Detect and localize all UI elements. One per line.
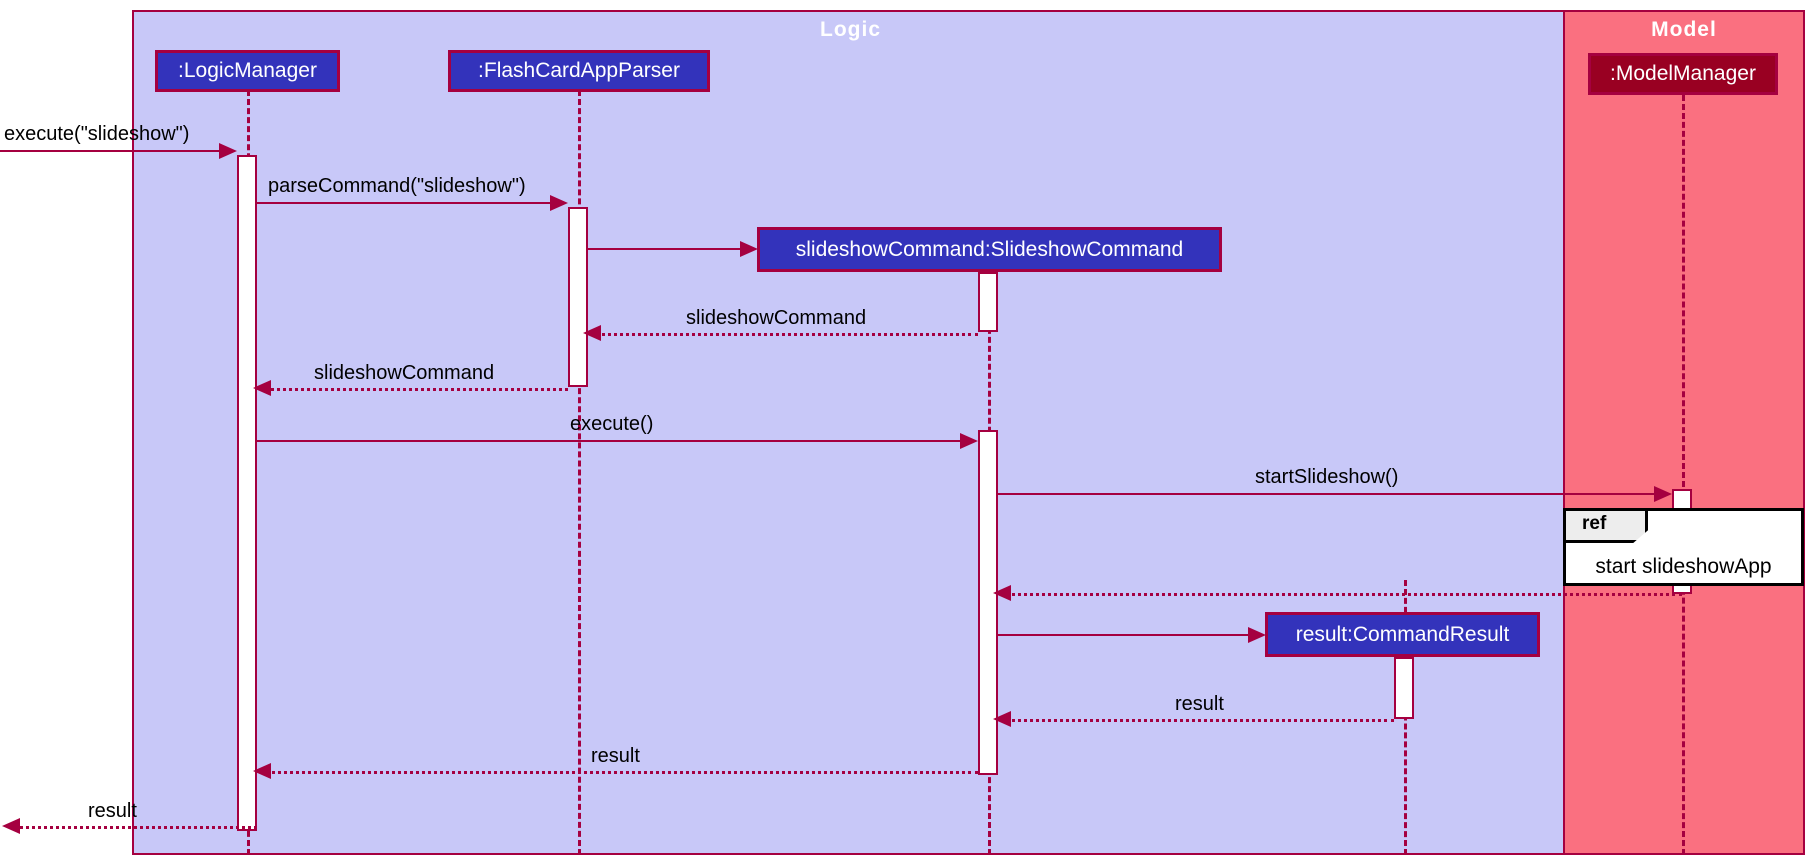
lifeline-model-manager	[1682, 95, 1685, 855]
activation-slideshow-command-execute	[978, 430, 998, 775]
activation-command-result	[1394, 657, 1414, 719]
lifeline-parser	[578, 90, 581, 855]
ref-fragment-body: start slideshowApp	[1595, 555, 1772, 578]
arrow-head-parse-command	[550, 195, 568, 211]
arrow-head-return-slideshow-command-to-parser	[583, 325, 601, 341]
activation-logic-manager	[237, 155, 257, 831]
message-line-return-slideshow-command-to-parser	[595, 333, 978, 336]
message-line-execute-slideshow	[0, 150, 224, 152]
arrow-head-return-from-model	[993, 585, 1011, 601]
message-label-start-slideshow: startSlideshow()	[1255, 466, 1399, 488]
message-line-return-result-to-logic	[265, 771, 978, 774]
arrow-head-execute-slideshow	[219, 143, 237, 159]
arrow-head-return-result-to-logic	[253, 763, 271, 779]
activation-slideshow-command-create	[978, 272, 998, 332]
ref-fragment-tag: ref	[1566, 511, 1648, 543]
message-line-create-slideshow-command	[588, 248, 745, 250]
arrow-head-start-slideshow	[1654, 486, 1672, 502]
message-label-return-result-to-logic: result	[591, 745, 640, 767]
message-line-execute	[257, 440, 965, 442]
arrow-head-create-slideshow-command	[740, 241, 758, 257]
partition-model-title: Model	[1651, 18, 1717, 41]
activation-parser	[568, 207, 588, 387]
ref-fragment: ref start slideshowApp	[1563, 508, 1804, 586]
participant-flashcard-app-parser-label: :FlashCardAppParser	[478, 59, 680, 82]
partition-logic-title: Logic	[820, 18, 881, 41]
message-label-return-slideshow-command-to-parser: slideshowCommand	[686, 307, 867, 329]
participant-slideshow-command-label: slideshowCommand:SlideshowCommand	[795, 237, 1184, 261]
message-label-execute-slideshow: execute("slideshow")	[4, 123, 190, 145]
message-line-return-result-to-actor	[14, 826, 257, 829]
participant-flashcard-app-parser[interactable]: :FlashCardAppParser	[448, 50, 710, 92]
participant-model-manager-label: :ModelManager	[1610, 62, 1756, 85]
message-label-return-slideshow-command-to-logic: slideshowCommand	[314, 362, 495, 384]
message-line-return-result-to-command	[1005, 719, 1394, 722]
participant-logic-manager-label: :LogicManager	[178, 59, 317, 82]
participant-model-manager[interactable]: :ModelManager	[1588, 53, 1778, 95]
message-line-return-from-model	[1005, 593, 1682, 596]
participant-slideshow-command[interactable]: slideshowCommand:SlideshowCommand	[757, 227, 1222, 272]
message-line-start-slideshow	[998, 493, 1659, 495]
message-line-parse-command	[257, 202, 555, 204]
arrow-head-return-result-to-command	[993, 711, 1011, 727]
arrow-head-execute	[960, 433, 978, 449]
message-label-execute: execute()	[570, 413, 654, 435]
message-line-return-slideshow-command-to-logic	[265, 388, 568, 391]
message-label-return-result-to-actor: result	[88, 800, 137, 822]
arrow-head-return-result-to-actor	[2, 818, 20, 834]
participant-command-result[interactable]: result:CommandResult	[1265, 612, 1540, 657]
participant-command-result-label: result:CommandResult	[1295, 622, 1510, 646]
participant-logic-manager[interactable]: :LogicManager	[155, 50, 340, 92]
arrow-head-create-command-result	[1248, 627, 1266, 643]
message-label-parse-command: parseCommand("slideshow")	[268, 175, 526, 197]
message-line-create-command-result	[998, 634, 1253, 636]
partition-logic: Logic	[132, 10, 1569, 855]
message-label-return-result-to-command: result	[1175, 693, 1224, 715]
arrow-head-return-slideshow-command-to-logic	[253, 380, 271, 396]
